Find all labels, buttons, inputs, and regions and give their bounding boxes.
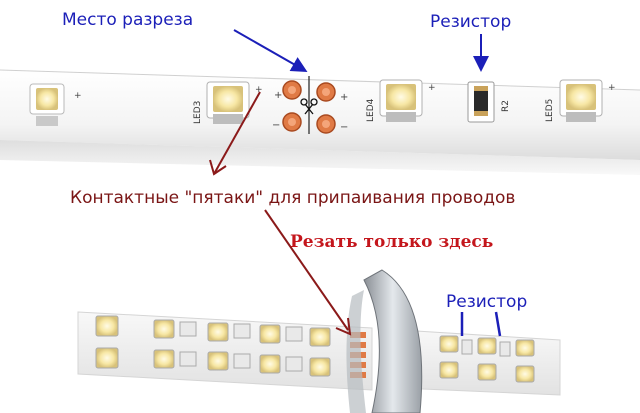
led-chip-led3: LED3 + — [193, 81, 263, 124]
svg-text:−: − — [272, 120, 280, 131]
cut-place-label: Место разреза — [62, 10, 194, 30]
led-chip-led4: LED4 + — [366, 79, 436, 122]
contacts-arrows — [209, 91, 352, 336]
led-chip-led5: LED5 + — [545, 79, 616, 122]
led-chip-1: + — [29, 83, 82, 126]
bottom-led-right — [439, 335, 535, 383]
scissors-icon — [300, 98, 318, 115]
svg-text:+: + — [608, 83, 616, 93]
resistor-r2-label: R2 — [501, 100, 511, 112]
top-led-strip: + LED3 + + + − − — [0, 69, 640, 175]
svg-text:+: + — [428, 83, 436, 93]
resistor-bottom-arrows — [460, 311, 502, 337]
svg-text:+: + — [274, 90, 282, 101]
resistor-r2: R2 — [467, 81, 511, 123]
bottom-led-row-1 — [95, 315, 331, 347]
contacts-label: Контактные "пятаки" для припаивания пров… — [70, 188, 516, 208]
svg-text:−: − — [340, 122, 348, 133]
bottom-led-row-2 — [95, 347, 331, 377]
led5-label: LED5 — [545, 99, 555, 122]
led3-label: LED3 — [193, 101, 203, 124]
svg-text:+: + — [74, 91, 82, 101]
led4-label: LED4 — [366, 98, 376, 122]
cut-only-here-label: Резать только здесь — [290, 232, 494, 252]
svg-text:+: + — [340, 92, 348, 103]
resistor-bottom-label: Резистор — [446, 292, 528, 312]
scissors-blade — [346, 269, 423, 413]
resistor-top-label: Резистор — [430, 12, 512, 32]
cut-place-arrow — [233, 29, 308, 72]
svg-text:+: + — [255, 85, 263, 95]
solder-pads: + + − − — [272, 80, 348, 134]
bottom-led-strip — [77, 311, 561, 396]
